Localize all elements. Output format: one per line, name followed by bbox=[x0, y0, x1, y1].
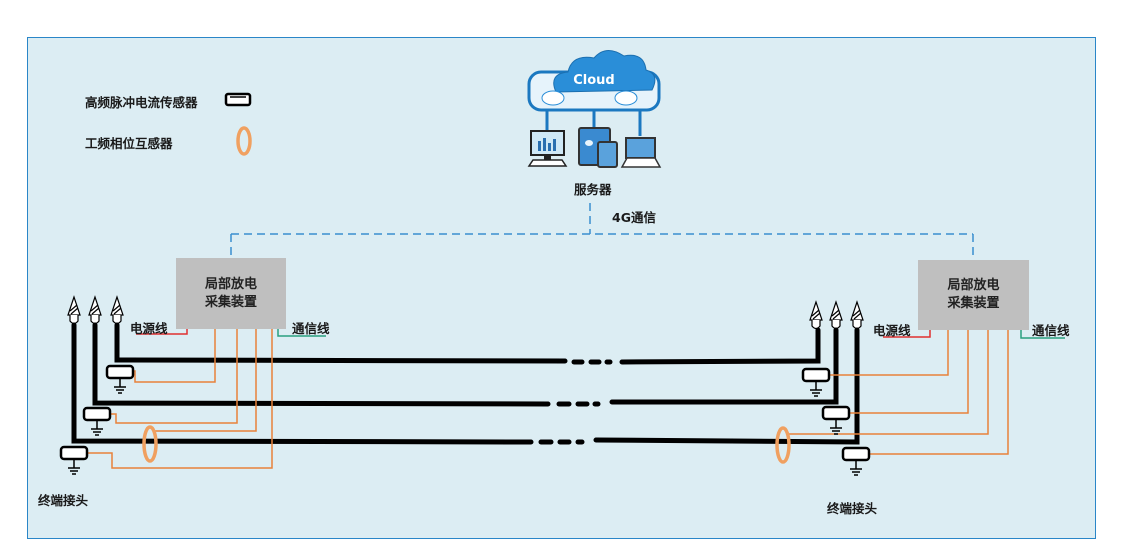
right-power-wire bbox=[883, 330, 931, 338]
left-device-title-line2: 采集装置 bbox=[204, 294, 257, 310]
left-terminal-insulators bbox=[67, 295, 124, 325]
4g-link-dashed bbox=[230, 203, 974, 260]
right-ct-ring-icon bbox=[775, 426, 791, 464]
left-power-line-label: 电源线 bbox=[130, 321, 168, 336]
left-terminal-label: 终端接头 bbox=[38, 493, 89, 508]
cable-2-right bbox=[609, 327, 839, 405]
legend-hf-current-sensor-icon bbox=[224, 92, 252, 107]
cable-2-left bbox=[92, 322, 551, 407]
left-device-title-line1: 局部放电 bbox=[204, 276, 257, 292]
server-label: 服务器 bbox=[574, 182, 612, 197]
right-comm-line-label: 通信线 bbox=[1032, 323, 1070, 338]
4g-link-label: 4G通信 bbox=[612, 210, 656, 225]
left-ct-ring-icon bbox=[142, 425, 158, 463]
right-pd-acquisition-device: 局部放电 采集装置 bbox=[918, 260, 1029, 330]
left-pd-acquisition-device: 局部放电 采集装置 bbox=[176, 258, 286, 329]
cables bbox=[71, 322, 860, 445]
right-comm-wire bbox=[1020, 330, 1065, 339]
left-hf-sensors bbox=[59, 364, 135, 475]
right-power-line-label: 电源线 bbox=[873, 323, 911, 338]
legend-label-hf-sensor: 高频脉冲电流传感器 bbox=[85, 95, 198, 110]
cable-3-right bbox=[593, 327, 860, 445]
right-hf-sensors bbox=[801, 367, 871, 476]
right-terminal-label: 终端接头 bbox=[827, 501, 878, 516]
right-device-title-line1: 局部放电 bbox=[947, 278, 1000, 293]
right-terminal-insulators bbox=[809, 300, 864, 330]
left-comm-line-label: 通信线 bbox=[292, 321, 330, 336]
cable-1-left bbox=[114, 322, 568, 364]
left-comm-wire bbox=[277, 329, 326, 337]
cable-3-left bbox=[71, 322, 534, 445]
signal-wires bbox=[86, 329, 1009, 469]
left-power-wire bbox=[136, 329, 188, 335]
legend-label-ct: 工频相位互感器 bbox=[85, 136, 173, 151]
right-device-title-line2: 采集装置 bbox=[947, 296, 1000, 311]
cable-1-right bbox=[619, 327, 821, 365]
cloud-server-icon: Cloud bbox=[527, 50, 662, 168]
cloud-label: Cloud bbox=[573, 73, 615, 88]
legend-power-frequency-ct-icon bbox=[236, 126, 252, 156]
